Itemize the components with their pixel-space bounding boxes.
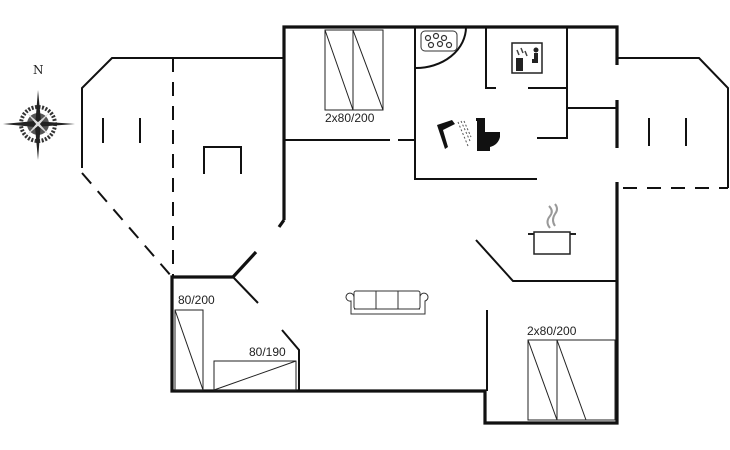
bed-left-bunk: 80/190 [213, 345, 297, 391]
bed-label: 2x80/200 [527, 324, 577, 338]
table-icon [203, 146, 242, 174]
bed-bottom-right-double: 2x80/200 [527, 324, 616, 421]
north-label: N [33, 63, 44, 77]
sofa-icon [345, 290, 429, 315]
bed-label: 80/190 [249, 345, 286, 359]
bed-left-single: 80/200 [174, 293, 215, 391]
bed-label: 2x80/200 [325, 111, 375, 125]
compass-rose-icon: N [3, 63, 75, 160]
kitchen-pot-icon [528, 203, 576, 255]
hot-tub-icon [414, 26, 467, 70]
left-terrace [81, 57, 284, 278]
right-terrace [617, 57, 729, 189]
toilet-icon [476, 118, 500, 151]
bed-label: 80/200 [178, 293, 215, 307]
bed-top-double: 2x80/200 [324, 29, 384, 125]
walls [170, 25, 619, 425]
shower-icon [437, 120, 472, 149]
sauna-icon [511, 42, 543, 74]
